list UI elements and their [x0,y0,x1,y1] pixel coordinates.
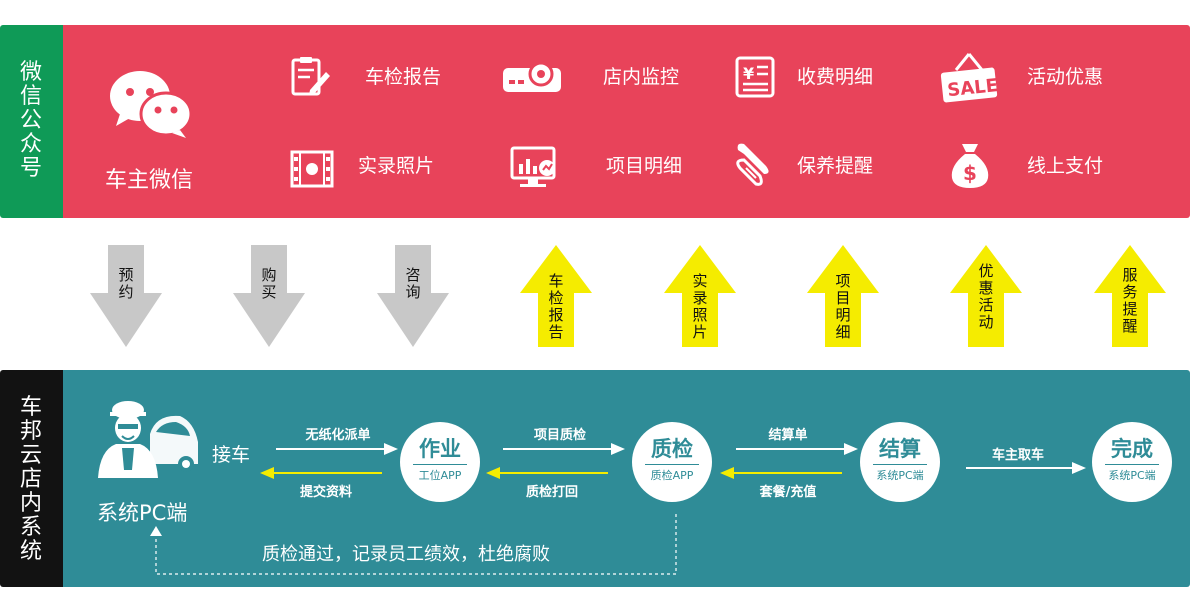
feature-label-photos: 实录照片 [358,155,435,177]
system-pc-label: 系统PC端 [97,501,188,525]
step-title: 作业 [419,437,461,461]
left-arrow-package [720,467,842,479]
step-subtitle: 质检APP [650,469,694,482]
wechat-logo-icon [110,71,193,138]
down-arrow-label: 预约 [118,266,134,301]
svg-text:¥: ¥ [743,64,754,83]
right-arrow-dispatch [276,443,398,455]
up-arrow-label: 车检报告 [548,272,564,341]
dashed-feedback-line [150,514,677,575]
store-system-title: 车邦云店内系统 [19,395,42,564]
up-arrow-report: 车检报告 [520,245,592,347]
flow-label-inspection: 项目质检 [533,428,586,443]
up-arrow-items: 项目明细 [807,245,879,347]
down-arrow-consult: 咨询 [377,245,449,347]
wechat-section-sidebar: 微信公众号 [0,25,63,218]
wechat-owner-label: 车主微信 [105,168,194,193]
feature-label-payment: 线上支付 [1027,155,1104,177]
right-arrow-pickup [966,462,1086,474]
feature-label-items: 项目明细 [606,155,683,177]
money-bag-icon: $ [951,144,989,188]
projector-camera-icon [503,61,561,92]
scroll-icon [736,143,769,186]
pickup-car-label: 接车 [212,444,251,466]
clipboard-pen-icon [291,57,330,96]
up-arrow-photos: 实录照片 [664,245,736,347]
wechat-section-panel [63,25,1190,218]
flow-label-submit: 提交资料 [299,485,352,500]
right-arrow-bill [736,443,858,455]
feature-label-fees: 收费明细 [797,66,874,88]
flow-label-pickup: 车主取车 [991,448,1044,463]
flow-label-package: 套餐/充值 [759,485,817,500]
sale-tag-icon: SALE [940,53,999,103]
step-subtitle: 系统PC端 [1108,469,1156,482]
left-arrow-reject [486,467,608,479]
right-arrow-inspection [503,443,625,455]
step-subtitle: 系统PC端 [876,469,924,482]
step-circle-work: 作业 工位APP [400,422,480,502]
down-arrow-label: 咨询 [405,266,421,301]
down-arrow-appointment: 预约 [90,245,162,347]
up-arrow-reminder: 服务提醒 [1094,245,1166,347]
feature-label-maintenance: 保养提醒 [797,155,874,177]
up-arrow-label: 服务提醒 [1122,266,1138,335]
receipt-icon: ¥ [735,56,775,98]
feature-label-promotion: 活动优惠 [1027,66,1104,88]
up-arrow-label: 项目明细 [835,272,851,341]
flow-label-dispatch: 无纸化派单 [305,428,371,443]
store-system-panel [63,370,1190,587]
step-title: 质检 [651,437,693,461]
down-arrow-purchase: 购买 [233,245,305,347]
up-arrow-label: 优惠活动 [978,262,994,331]
flow-label-bill: 结算单 [768,428,808,443]
store-system-sidebar: 车邦云店内系统 [0,370,63,587]
step-title: 结算 [879,437,921,461]
step-circle-inspection: 质检 质检APP [632,422,712,502]
step-circle-complete: 完成 系统PC端 [1092,422,1172,502]
step-circle-settlement: 结算 系统PC端 [860,422,940,502]
film-strip-icon [290,150,334,188]
feedback-note: 质检通过，记录员工绩效，杜绝腐败 [262,544,550,565]
flow-label-reject: 质检打回 [525,485,578,500]
up-arrow-promotion: 优惠活动 [950,245,1022,347]
feature-label-monitor: 店内监控 [603,66,680,88]
step-subtitle: 工位APP [418,469,462,482]
left-arrow-submit [260,467,382,479]
svg-text:$: $ [963,161,977,185]
wechat-section-title: 微信公众号 [19,60,42,181]
monitor-chart-icon [510,146,556,187]
mechanic-car-icon [98,401,198,478]
down-arrow-label: 购买 [261,266,277,301]
up-arrow-label: 实录照片 [692,272,708,341]
step-title: 完成 [1111,437,1153,461]
feature-label-report: 车检报告 [365,66,442,88]
